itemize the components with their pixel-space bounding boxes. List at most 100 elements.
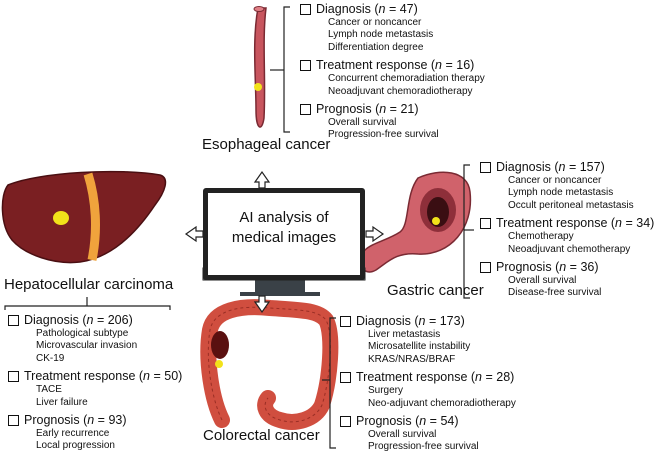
checkbox-icon [8,315,19,326]
category-item: KRAS/NRAS/BRAF [368,353,456,365]
category-item: Liver metastasis [368,329,441,340]
category-item: Cancer or noncancer [508,175,602,186]
arrow-up-icon [253,170,271,189]
liver-tumor-icon [53,211,69,225]
category-name: Prognosis [496,260,552,275]
category-item: Microvascular invasion [36,340,138,352]
esophageal-title: Esophageal cancer [202,136,331,153]
n-symbol: n [475,370,482,385]
esophageal-category-treatment-response: Treatment response (n = 16) [300,58,485,73]
category-count: 47 [399,2,414,16]
hepatocellular-category-treatment-response: Treatment response (n = 50) [8,369,182,384]
gastric-title: Gastric cancer [387,282,484,299]
stomach-tumor-icon [432,217,440,225]
gastric-category-diagnosis: Diagnosis (n = 157) [480,160,654,175]
category-item: Early recurrence [36,428,110,440]
colon-tumor-icon [215,360,223,368]
esophageal-category-diagnosis: Diagnosis (n = 47) [300,2,485,17]
category-item: Neoadjuvant chemoradiotherapy [328,85,473,97]
category-item: CK-19 [36,352,65,364]
category-name: Diagnosis [316,2,371,16]
category-item: Neoadjuvant chemotherapy [508,243,631,255]
category-item: Disease-free survival [508,287,602,299]
category-item: Local progression [36,440,115,452]
category-name: Prognosis [356,414,412,429]
colorectal-category-treatment-response: Treatment response (n = 28) [340,370,516,385]
category-item: Progression-free survival [328,129,439,141]
category-count: 16 [456,58,471,73]
category-name: Diagnosis [496,160,551,174]
category-count: 173 [439,314,461,328]
checkbox-icon [480,262,491,274]
category-name: Prognosis [316,102,372,117]
category-item: Microsatellite instability [368,341,471,353]
center-label-line1: AI analysis of [239,209,329,226]
checkbox-icon [480,218,491,230]
connectors [4,6,474,449]
liver-illustration [1,170,167,264]
category-count: 54 [440,414,455,429]
colorectal-category-diagnosis: Diagnosis (n = 173) [340,314,516,329]
n-symbol: n [559,260,567,275]
gastric-category-prognosis: Prognosis (n = 36) [480,260,654,275]
category-count: 50 [164,369,179,384]
n-symbol: n [143,369,150,384]
category-item: Lymph node metastasis [328,29,434,41]
category-name: Treatment response [316,58,428,73]
category-name: Diagnosis [24,313,79,327]
esophageal-category-prognosis: Prognosis (n = 21) [300,102,485,117]
category-item: Overall survival [368,429,437,441]
checkbox-icon [300,4,311,15]
category-item: Pathological subtype [36,328,129,339]
n-symbol: n [435,58,442,73]
checkbox-icon [8,371,19,383]
colorectal-title: Colorectal cancer [203,427,320,444]
arrow-left-icon [184,225,204,243]
checkbox-icon [8,415,19,427]
category-count: 28 [496,370,511,385]
category-name: Prognosis [24,413,80,428]
stomach-illustration [359,171,472,273]
checkbox-icon [340,416,351,428]
category-name: Diagnosis [356,314,411,328]
center-label: AI analysis of medical images [208,208,360,248]
hepatocellular-category-prognosis: Prognosis (n = 93) [8,413,182,428]
checkbox-icon [300,60,311,72]
checkbox-icon [340,316,351,327]
category-name: Treatment response [356,370,468,385]
n-symbol: n [87,413,95,428]
checkbox-icon [480,162,491,173]
category-item: Progression-free survival [368,441,479,453]
category-count: 93 [108,413,123,428]
category-count: 206 [107,313,129,327]
n-symbol: n [558,160,566,174]
category-item: Concurrent chemoradiation therapy [328,73,485,85]
esophagus-tumor-icon [254,83,262,91]
n-symbol: n [615,216,622,231]
center-label-line2: medical images [231,229,337,246]
arrow-right-icon [365,225,385,243]
category-name: Treatment response [24,369,136,384]
category-item: Lymph node metastasis [508,187,614,199]
hepatocellular-title: Hepatocellular carcinoma [4,276,174,293]
category-item: Differentiation degree [328,41,424,53]
category-count: 34 [636,216,651,231]
category-item: Surgery [368,385,404,397]
arrow-down-icon [253,295,271,314]
n-symbol: n [379,102,387,117]
